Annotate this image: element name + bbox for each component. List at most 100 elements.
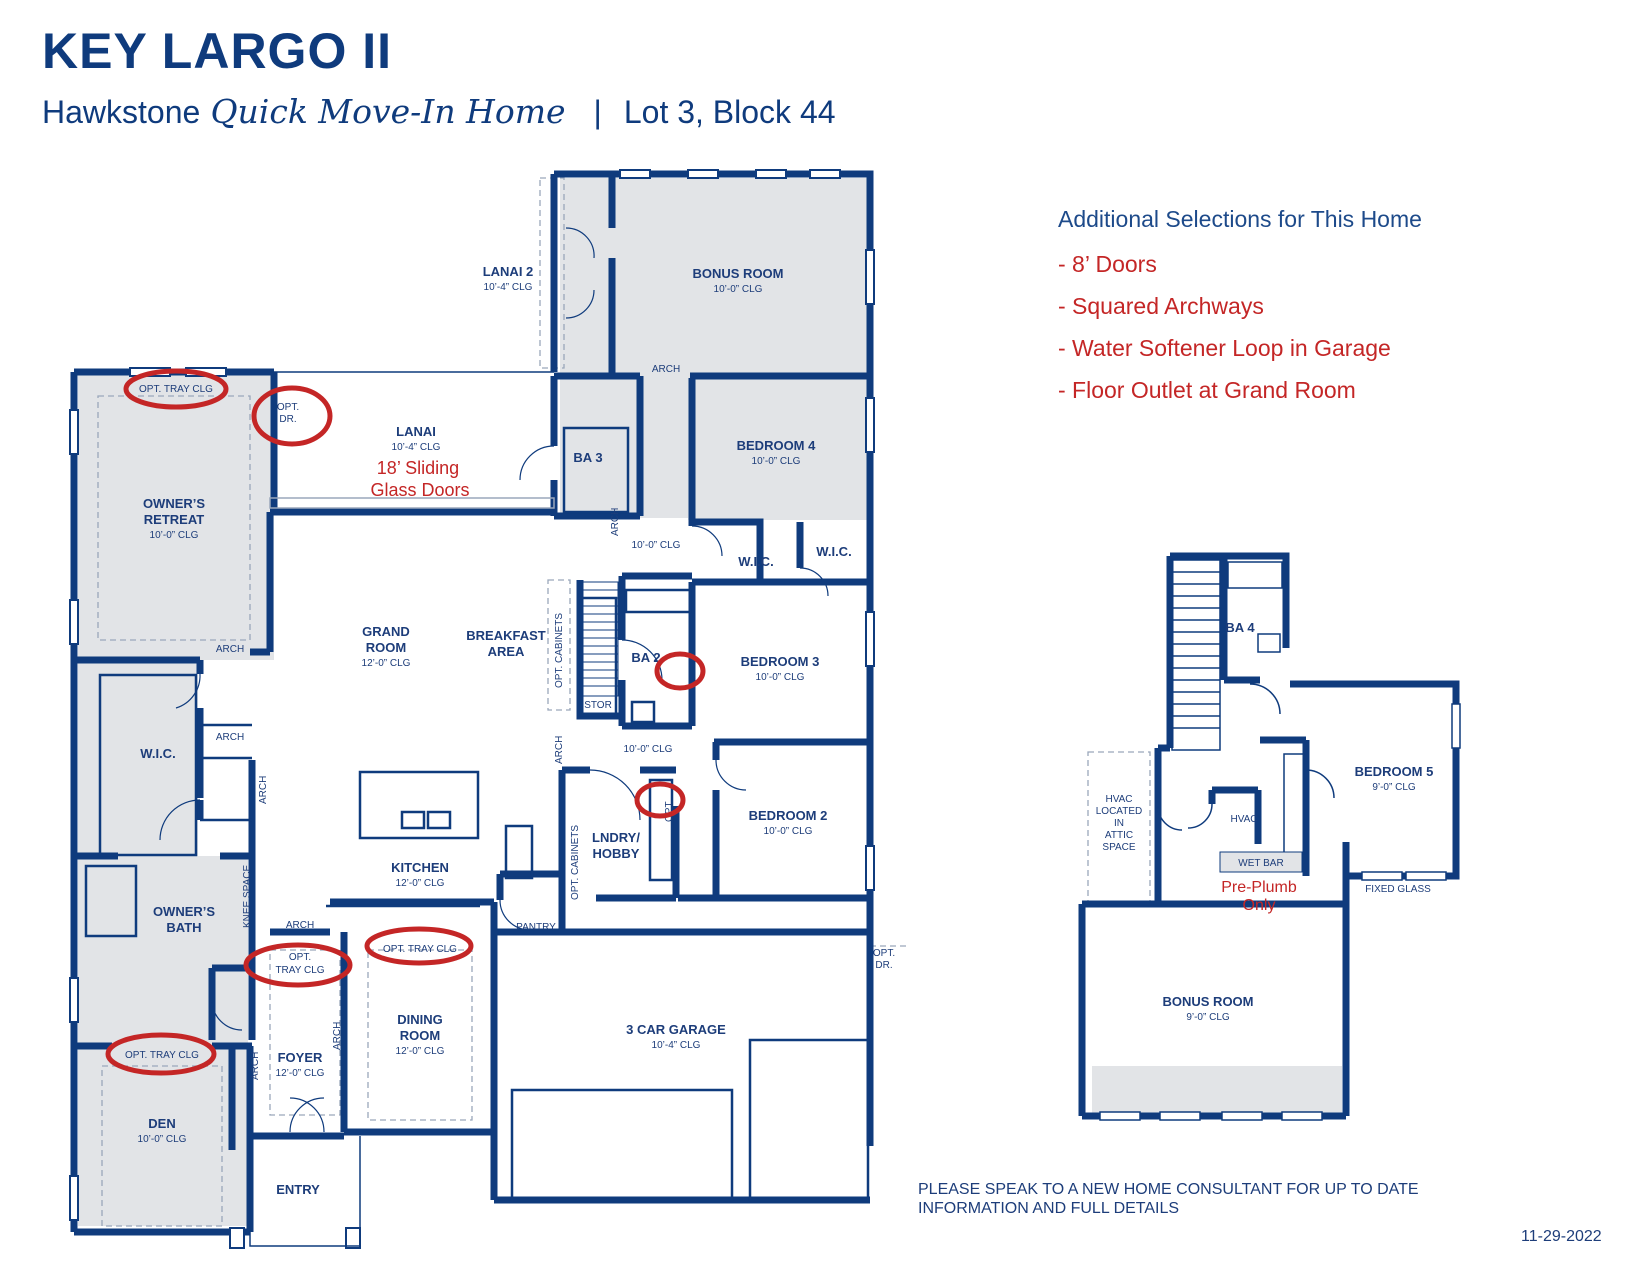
- lot-block: Lot 3, Block 44: [623, 94, 836, 130]
- room-owners-bath: OWNER’S: [153, 904, 215, 919]
- highlight-ellipse: [243, 942, 353, 988]
- option-labels: OPT. TRAY CLG OPT. DR. OPT. TRAY CLG OPT…: [125, 384, 457, 1061]
- community-name: Hawkstone: [42, 94, 201, 130]
- room-foyer: FOYER: [278, 1050, 323, 1065]
- thin-walls: [84, 426, 870, 1202]
- arch-label: ARCH: [286, 920, 314, 931]
- opt-dr-label-2: DR.: [875, 960, 892, 971]
- highlight-ellipse: [123, 368, 229, 410]
- second-floor-details: [1099, 559, 1461, 1121]
- clg-bedroom3: 10’-0” CLG: [756, 672, 805, 683]
- arch-label: ARCH: [258, 776, 269, 804]
- highlight-ellipse: [364, 926, 474, 966]
- fixed-glass-label: FIXED GLASS: [1365, 884, 1431, 895]
- arch-label: ARCH: [216, 732, 244, 743]
- room-laundry: LNDRY/: [592, 830, 640, 845]
- room-bedroom3: BEDROOM 3: [741, 654, 820, 669]
- room-grand: GRAND: [362, 624, 410, 639]
- room-ba3: BA 3: [573, 450, 602, 465]
- title-separator: |: [593, 94, 602, 130]
- clg-bedroom5: 9’-0” CLG: [1372, 782, 1416, 793]
- stor-label: STOR: [584, 700, 612, 711]
- room-bonus2: BONUS ROOM: [1163, 994, 1254, 1009]
- selections-heading: Additional Selections for This Home: [1058, 206, 1422, 232]
- room-bonus: BONUS ROOM: [693, 266, 784, 281]
- selection-item: - Water Softener Loop in Garage: [1058, 335, 1391, 361]
- arch-label: ARCH: [332, 1022, 343, 1050]
- annotations: 18’ Sliding Glass Doors Pre-Plumb Only: [370, 458, 1296, 914]
- second-floor-walls: [1078, 552, 1460, 1120]
- arch-label: ARCH: [554, 736, 565, 764]
- pantry-label: PANTRY: [516, 922, 556, 933]
- room-laundry-2: HOBBY: [593, 846, 640, 861]
- opt-tray-label: OPT. TRAY CLG: [139, 384, 213, 395]
- opt-tray-label-2: TRAY CLG: [275, 965, 324, 976]
- opt-cabinets-label: OPT. CABINETS: [554, 613, 565, 688]
- clg-bedroom4: 10’-0” CLG: [752, 456, 801, 467]
- entry-outline: [249, 371, 555, 1247]
- sliding-doors-note-2: Glass Doors: [370, 480, 469, 500]
- opt-short-label: OPT: [664, 801, 675, 822]
- door-swings: [159, 227, 829, 1133]
- opt-dr-label: OPT.: [277, 402, 299, 413]
- clg-bonus: 10’-0” CLG: [714, 284, 763, 295]
- disclaimer: PLEASE SPEAK TO A NEW HOME CONSULTANT FO…: [918, 1180, 1598, 1218]
- highlight-ellipse: [251, 385, 333, 447]
- disclaimer-line: PLEASE SPEAK TO A NEW HOME CONSULTANT FO…: [918, 1181, 1419, 1198]
- stairs: [577, 581, 619, 697]
- additional-selections: Additional Selections for This Home - 8’…: [1058, 206, 1422, 411]
- clg-lanai2: 10’-4” CLG: [484, 282, 533, 293]
- clg-den: 10’-0” CLG: [138, 1134, 187, 1145]
- clg-grand: 12’-0” CLG: [362, 658, 411, 669]
- opt-tray-label: OPT. TRAY CLG: [383, 944, 457, 955]
- clg-bonus2: 9’-0” CLG: [1186, 1012, 1230, 1023]
- room-breakfast: BREAKFAST: [466, 628, 546, 643]
- arch-label: ARCH: [250, 1052, 261, 1080]
- room-den: DEN: [148, 1116, 175, 1131]
- room-breakfast-2: AREA: [488, 644, 525, 659]
- clg-kitchen: 12’-0” CLG: [396, 878, 445, 889]
- room-labels: LANAI 2 10’-4” CLG BONUS ROOM 10’-0” CLG…: [138, 264, 1434, 1197]
- windows: [69, 169, 875, 1249]
- hvac-label: HVAC: [1230, 814, 1257, 825]
- room-lanai2: LANAI 2: [483, 264, 534, 279]
- selection-item: - Floor Outlet at Grand Room: [1058, 377, 1356, 403]
- quick-move-in-label: Quick Move-In Home: [210, 92, 566, 131]
- selection-item: - 8’ Doors: [1058, 251, 1157, 277]
- knee-space-label: KNEE SPACE: [242, 865, 253, 928]
- room-dining: DINING: [397, 1012, 443, 1027]
- page-subtitle: Hawkstone Quick Move-In Home | Lot 3, Bloc…: [42, 92, 836, 132]
- arch-label: ARCH: [652, 364, 680, 375]
- clg-lanai: 10’-4” CLG: [392, 442, 441, 453]
- clg-garage: 10’-4” CLG: [652, 1040, 701, 1051]
- room-wic-b: W.I.C.: [816, 544, 851, 559]
- selection-item: - Squared Archways: [1058, 293, 1264, 319]
- hvac-attic-1: HVAC: [1105, 794, 1132, 805]
- room-wic-owner: W.I.C.: [140, 746, 175, 761]
- clg-owners-retreat: 10’-0” CLG: [150, 530, 199, 541]
- clg-dining: 12’-0” CLG: [396, 1046, 445, 1057]
- disclaimer-line: INFORMATION AND FULL DETAILS: [918, 1200, 1180, 1217]
- room-owners-retreat: OWNER’S: [143, 496, 205, 511]
- revision-date: 11-29-2022: [1521, 1228, 1602, 1245]
- selections-list: - 8’ Doors - Squared Archways - Water So…: [1058, 243, 1422, 411]
- wet-bar-label: WET BAR: [1238, 858, 1283, 869]
- highlight-circles: [105, 368, 706, 1076]
- hvac-attic-4: ATTIC: [1105, 830, 1133, 841]
- opt-tray-label: OPT. TRAY CLG: [125, 1050, 199, 1061]
- room-bedroom4: BEDROOM 4: [737, 438, 817, 453]
- room-kitchen: KITCHEN: [391, 860, 449, 875]
- clg-bedroom2: 10’-0” CLG: [764, 826, 813, 837]
- page-title: KEY LARGO II: [42, 23, 393, 79]
- hvac-attic-2: LOCATED: [1096, 806, 1143, 817]
- hvac-attic-3: IN: [1114, 818, 1124, 829]
- room-ba2: BA 2: [631, 650, 660, 665]
- sliding-doors-note: 18’ Sliding: [377, 458, 459, 478]
- room-owners-bath-2: BATH: [166, 920, 201, 935]
- opt-tray-label: OPT.: [289, 952, 311, 963]
- arch-label: ARCH: [610, 508, 621, 536]
- room-garage: 3 CAR GARAGE: [626, 1022, 726, 1037]
- clg-hall: 10’-0” CLG: [632, 540, 681, 551]
- opt-dr-label-2: DR.: [279, 414, 296, 425]
